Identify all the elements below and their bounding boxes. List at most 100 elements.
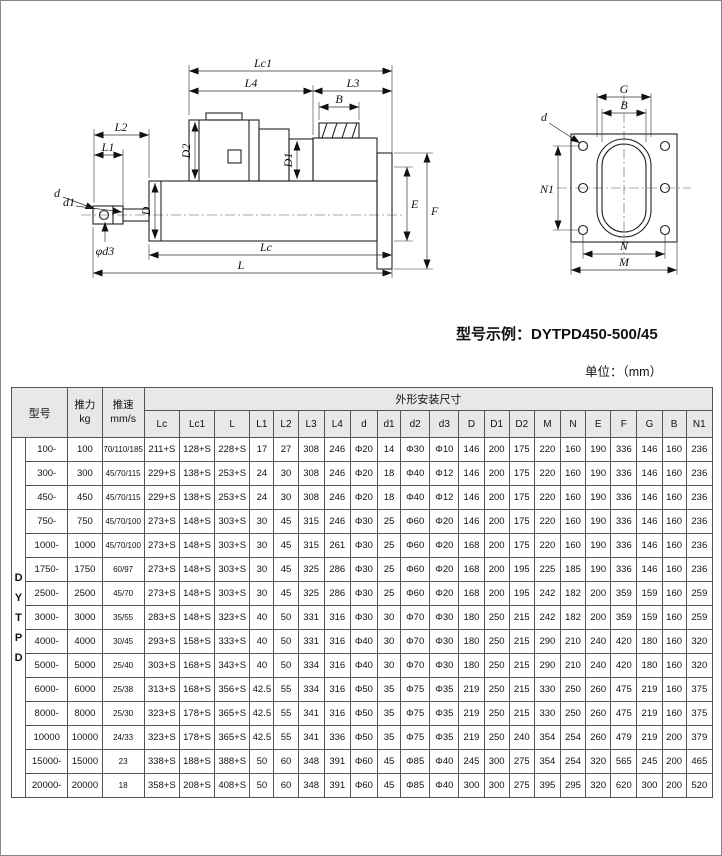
dim-cell: 168: [458, 581, 485, 606]
dim-cell: 303+S: [214, 557, 251, 582]
dim-cell: 220: [533, 437, 561, 462]
dim-cell: 308: [297, 461, 325, 486]
dim-column-header: D1: [483, 410, 510, 438]
dim-label-l1: L1: [101, 140, 115, 154]
dim-cell: 17: [249, 437, 275, 462]
dim-cell: 293+S: [143, 629, 180, 654]
dim-label-d: d: [54, 186, 61, 200]
dim-cell: 190: [585, 509, 612, 534]
thrust-cell: 8000: [67, 701, 103, 726]
dim-cell: 45: [376, 773, 402, 798]
dim-cell: 200: [585, 581, 612, 606]
dim-label-phi-d3: φd3: [96, 244, 115, 258]
dim-cell: 160: [559, 533, 587, 558]
dim-cell: Φ30: [349, 533, 378, 558]
dim-cell: 420: [610, 653, 638, 678]
dim-cell: Φ30: [349, 605, 378, 630]
model-cell: 20000-: [25, 773, 69, 798]
dim-cell: 27: [273, 437, 299, 462]
dim-cell: 18: [376, 485, 402, 510]
dim-cell: 50: [273, 629, 299, 654]
dim-cell: 391: [323, 749, 351, 774]
dim-cell: 259: [685, 605, 714, 630]
dim-cell: Φ10: [429, 437, 460, 462]
dim-cell: 275: [508, 773, 535, 798]
dim-cell: 475: [610, 701, 638, 726]
dim-cell: Φ30: [400, 437, 431, 462]
dim-cell: 273+S: [143, 533, 180, 558]
series-letter: D: [14, 651, 23, 664]
dim-cell: 341: [297, 725, 325, 750]
unit-label: 单位：（mm）: [585, 365, 663, 379]
speed-cell: 45/70/115: [101, 461, 145, 486]
dim-cell: 250: [483, 605, 510, 630]
dim-cell: 408+S: [214, 773, 251, 798]
speed-cell: 24/33: [101, 725, 145, 750]
dim-cell: Φ75: [400, 701, 431, 726]
dim-cell: Φ35: [429, 677, 460, 702]
dim-label-l3: L3: [346, 76, 360, 90]
dim-cell: 180: [458, 605, 485, 630]
dim-cell: 219: [458, 701, 485, 726]
bolt-hole: [659, 224, 671, 236]
dim-cell: 190: [585, 437, 612, 462]
dim-cell: Φ75: [400, 677, 431, 702]
speed-cell: 30/45: [101, 629, 145, 654]
dim-label-lc1: Lc1: [253, 56, 272, 70]
dim-cell: 30: [376, 629, 402, 654]
dim-cell: 148+S: [178, 605, 216, 630]
dim-cell: 290: [533, 653, 561, 678]
model-cell: 2500-: [25, 581, 69, 606]
dim-cell: 175: [508, 533, 535, 558]
dim-cell: 228+S: [214, 437, 251, 462]
dim-cell: 195: [508, 581, 535, 606]
thrust-cell: 1750: [67, 557, 103, 582]
dim-cell: 260: [585, 701, 612, 726]
dim-cell: 160: [661, 509, 687, 534]
dim-cell: 229+S: [143, 485, 180, 510]
dim-cell: 236: [685, 557, 714, 582]
dim-cell: 479: [610, 725, 638, 750]
dim-cell: 158+S: [178, 629, 216, 654]
dim-cell: 128+S: [178, 437, 216, 462]
clevis-hole: [98, 209, 110, 221]
dim-cell: 30: [249, 557, 275, 582]
dim-cell: 250: [483, 629, 510, 654]
dim-cell: 200: [661, 749, 687, 774]
dim-cell: 219: [636, 725, 663, 750]
dim-cell: Φ70: [400, 605, 431, 630]
dim-cell: 25: [376, 509, 402, 534]
dim-cell: Φ35: [429, 701, 460, 726]
dim-cell: Φ20: [429, 557, 460, 582]
dim-cell: 215: [508, 629, 535, 654]
dim-cell: 341: [297, 701, 325, 726]
dim-cell: 253+S: [214, 485, 251, 510]
dim-cell: 160: [559, 437, 587, 462]
dim-column-header: L1: [249, 410, 275, 438]
dim-cell: 160: [559, 485, 587, 510]
dim-cell: 246: [323, 485, 351, 510]
dim-cell: 254: [559, 725, 587, 750]
dim-cell: Φ50: [349, 677, 378, 702]
model-example-text: 型号示例：DYTPD450-500/45: [456, 326, 658, 343]
dim-cell: 286: [323, 557, 351, 582]
dim-cell: 331: [297, 605, 325, 630]
dim-label-d-cap: D: [139, 206, 153, 216]
dim-cell: 168+S: [178, 677, 216, 702]
dim-cell: 182: [559, 581, 587, 606]
header-row-1: 型号 推力 kg 推速 mm/s 外形安装尺寸: [10, 387, 714, 438]
series-letter: Y: [14, 591, 23, 604]
dim-cell: 330: [533, 701, 561, 726]
dim-cell: 331: [297, 629, 325, 654]
dim-cell: 138+S: [178, 485, 216, 510]
dim-cell: 395: [533, 773, 561, 798]
speed-cell: 23: [101, 749, 145, 774]
dim-cell: 336: [610, 437, 638, 462]
dim-cell: 210: [559, 629, 587, 654]
dim-cell: 180: [458, 653, 485, 678]
model-cell: 450-: [25, 485, 69, 510]
